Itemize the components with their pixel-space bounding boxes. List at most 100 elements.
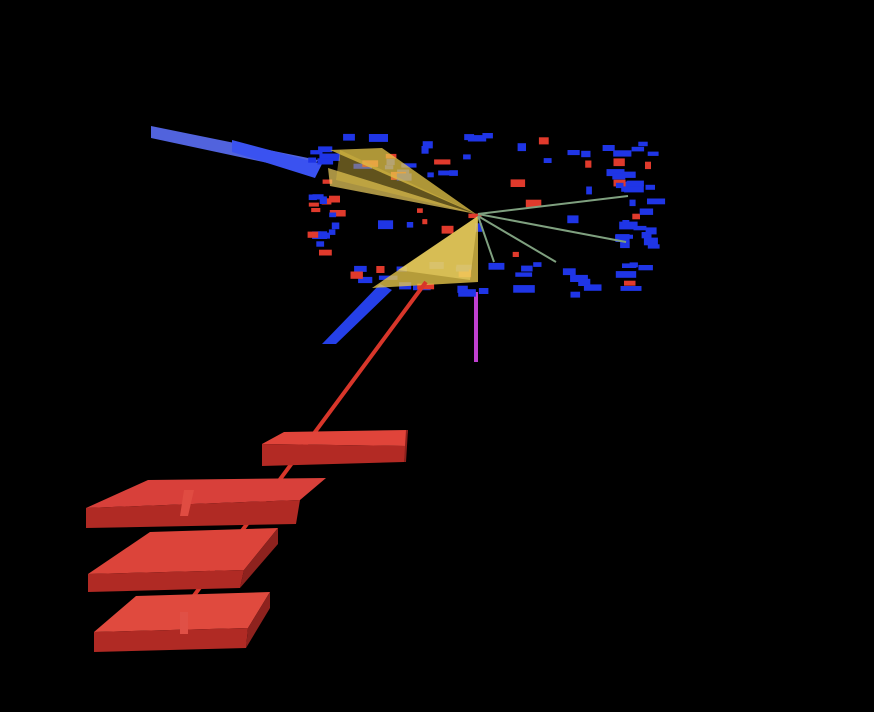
calorimeter-deposit xyxy=(643,237,658,246)
calorimeter-deposit xyxy=(468,213,482,219)
calorimeter-deposit xyxy=(525,199,542,208)
muon-chamber-top xyxy=(262,430,408,466)
calorimeter-deposit xyxy=(422,219,428,225)
blue-energy-spike xyxy=(151,126,322,178)
calorimeter-deposit xyxy=(638,265,653,271)
calorimeter-deposit xyxy=(581,150,591,158)
muon-chamber-middle-2 xyxy=(88,528,278,592)
calorimeter-deposit xyxy=(329,210,346,217)
calorimeter-deposit xyxy=(354,265,367,272)
jet-cone-upper xyxy=(328,148,476,214)
calorimeter-deposit xyxy=(570,274,588,282)
muon-chamber-middle-1 xyxy=(86,478,326,528)
calorimeter-deposit xyxy=(376,266,385,273)
charged-tracks xyxy=(477,195,629,263)
calorimeter-deposit xyxy=(441,225,454,234)
calorimeter-deposit xyxy=(645,161,651,170)
calorimeter-deposit xyxy=(488,262,505,270)
calorimeter-deposit xyxy=(624,280,636,286)
calorimeter-deposit xyxy=(615,234,630,242)
calorimeter-deposit xyxy=(622,171,636,178)
calorimeter-deposit xyxy=(316,241,325,247)
calorimeter-deposit xyxy=(329,212,337,218)
calorimeter-deposit xyxy=(615,271,637,278)
calorimeter-deposit xyxy=(343,133,355,141)
calorimeter-deposit xyxy=(322,179,333,184)
calorimeter-deposit xyxy=(328,229,336,235)
calorimeter-deposit xyxy=(482,133,493,139)
calorimeter-deposit xyxy=(475,223,483,232)
calorimeter-deposit xyxy=(368,134,388,142)
calorimeter-deposit xyxy=(421,146,429,154)
calorimeter-deposit xyxy=(457,285,468,293)
calorimeter-deposit xyxy=(631,146,645,152)
calorimeter-deposit xyxy=(562,268,576,276)
calorimeter-deposit xyxy=(622,263,637,268)
calorimeter-deposit xyxy=(464,134,475,141)
calorimeter-deposit xyxy=(543,158,552,163)
calorimeter-deposit xyxy=(513,285,535,293)
calorimeter-deposit xyxy=(645,184,655,190)
calorimeter-deposit xyxy=(427,172,434,178)
calorimeter-deposit xyxy=(515,272,533,277)
blue-energy-spike-lower xyxy=(322,284,392,344)
calorimeter-deposit xyxy=(632,213,640,220)
calorimeter-deposit xyxy=(312,194,324,200)
calorimeter-deposit xyxy=(517,143,526,152)
calorimeter-deposit xyxy=(567,215,579,224)
calorimeter-deposit xyxy=(578,278,591,286)
calorimeter-deposit xyxy=(317,158,334,165)
calorimeter-deposit xyxy=(331,222,340,230)
calorimeter-deposit xyxy=(422,141,433,149)
calorimeter-deposit xyxy=(645,227,657,235)
calorimeter-deposit xyxy=(613,158,625,167)
calorimeter-deposit xyxy=(308,157,317,163)
calorimeter-deposit xyxy=(629,199,636,207)
calorimeter-deposit xyxy=(624,185,644,193)
calorimeter-deposit xyxy=(622,220,630,227)
calorimeter-deposit xyxy=(521,265,533,272)
calorimeter-deposit xyxy=(319,249,332,256)
calorimeter-deposit xyxy=(307,231,319,238)
calorimeter-deposit xyxy=(533,262,542,267)
calorimeter-deposit xyxy=(585,160,592,168)
calorimeter-deposit xyxy=(467,135,487,142)
calorimeter-deposit xyxy=(641,232,652,239)
calorimeter-deposit xyxy=(583,284,602,291)
calorimeter-deposit xyxy=(308,194,317,201)
calorimeter-deposit xyxy=(629,262,638,268)
calorimeter-deposit xyxy=(350,271,363,279)
calorimeter-deposit xyxy=(329,195,340,203)
calorimeter-deposit xyxy=(615,182,624,189)
calorimeter-deposit xyxy=(463,154,471,160)
calorimeter-deposit xyxy=(406,222,414,228)
calorimeter-deposit xyxy=(310,150,323,155)
calorimeter-deposit xyxy=(438,170,452,176)
calorimeter-deposit xyxy=(612,173,626,180)
calorimeter-deposit xyxy=(311,208,321,213)
calorimeter-deposit xyxy=(647,198,666,205)
calorimeter-deposit xyxy=(633,225,647,231)
calorimeter-deposit xyxy=(639,208,654,215)
calorimeter-deposit xyxy=(319,153,330,159)
calorimeter-deposit xyxy=(434,159,451,165)
calorimeter-deposit xyxy=(512,251,519,257)
calorimeter-deposit xyxy=(638,141,648,147)
calorimeter-deposit xyxy=(417,208,423,213)
calorimeter-deposit xyxy=(606,169,625,177)
calorimeter-deposit xyxy=(647,244,660,249)
muon-chamber-bottom xyxy=(94,592,270,652)
calorimeter-deposit xyxy=(620,286,642,291)
calorimeter-deposit xyxy=(510,179,526,187)
calorimeter-deposit xyxy=(478,288,489,294)
calorimeter-deposit xyxy=(401,163,417,168)
missing-energy-arrow xyxy=(474,292,478,362)
calorimeter-deposit xyxy=(586,186,592,195)
calorimeter-deposit xyxy=(567,150,580,156)
calorimeter-deposit xyxy=(308,202,319,207)
calorimeter-deposit xyxy=(319,196,327,204)
calorimeter-deposit xyxy=(316,232,330,239)
calorimeter-deposit xyxy=(358,276,373,284)
calorimeter-deposit xyxy=(417,283,435,290)
